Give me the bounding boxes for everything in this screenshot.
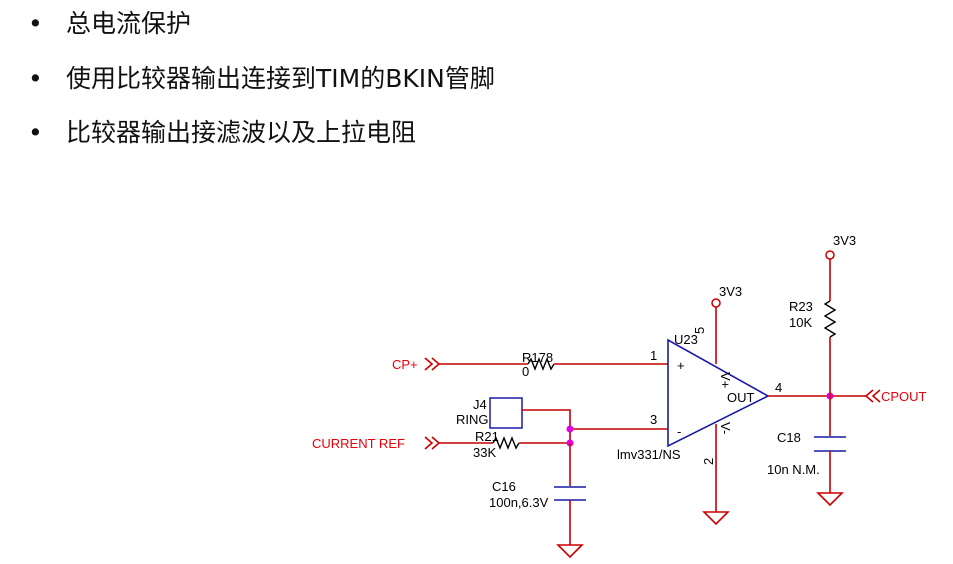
pin-label-5: 5 [692, 327, 707, 334]
c18-value: 10n N.M. [767, 462, 820, 477]
r21-value: 33K [473, 445, 496, 460]
u23-out-label: OUT [727, 390, 755, 405]
r23-value: 10K [789, 315, 812, 330]
bullet-text: 比较器输出接滤波以及上拉电阻 [66, 118, 417, 147]
resistor-r21-body [492, 436, 520, 450]
capacitor-c16: C16 100n,6.3V [489, 479, 586, 510]
comparator-triangle [667, 338, 770, 448]
bullet-item: • 使用比较器输出连接到TIM的BKIN管脚 [28, 59, 495, 95]
resistor-r178-body [527, 357, 555, 371]
bullet-text: 使用比较器输出连接到TIM的BKIN管脚 [66, 64, 495, 93]
supply-3v3-icon [711, 298, 721, 308]
j4-body [489, 397, 523, 429]
cpout-label: CPOUT [881, 389, 927, 404]
u23-plus-sign: + [677, 358, 685, 373]
j4-ref: J4 [473, 397, 487, 412]
bullet-list: • 总电流保护 • 使用比较器输出连接到TIM的BKIN管脚 • 比较器输出接滤波以及… [0, 0, 953, 170]
r178-value: 0 [522, 364, 529, 379]
pin-label-2: 2 [701, 458, 716, 465]
pin-label-3: 3 [650, 412, 657, 427]
u23-part-number: lmv331/NS [617, 447, 681, 462]
cp-plus-port: CP+ [392, 357, 441, 372]
resistor-r178: R178 0 [522, 350, 555, 379]
pin-label-1: 1 [650, 348, 657, 363]
ground-icon [556, 544, 584, 559]
u23-minus-sign: - [677, 424, 681, 439]
resistor-r23-body [823, 300, 837, 338]
port-arrow-icon [424, 357, 441, 371]
bullet-dot: • [28, 118, 43, 147]
junction-dot [566, 425, 574, 433]
resistor-r21: R21 33K [473, 429, 520, 460]
resistor-r23: R23 10K [789, 299, 837, 338]
current-ref-port: CURRENT REF [312, 436, 441, 451]
bullet-item: • 总电流保护 [28, 4, 191, 40]
c16-ref: C16 [492, 479, 516, 494]
port-arrow-icon [864, 389, 881, 403]
bullet-dot: • [28, 9, 43, 38]
current-ref-label: CURRENT REF [312, 436, 405, 451]
capacitor-c16-plates [554, 486, 586, 501]
c18-ref: C18 [777, 430, 801, 445]
bullet-dot: • [28, 64, 43, 93]
supply-3v3-label: 3V3 [833, 233, 856, 248]
cp-plus-label: CP+ [392, 357, 418, 372]
c16-value: 100n,6.3V [489, 495, 549, 510]
j4-value: RING [456, 412, 489, 427]
r178-ref: R178 [522, 350, 553, 365]
r21-ref: R21 [475, 429, 499, 444]
u23-vminus-label: V- [718, 422, 733, 434]
supply-3v3-label: 3V3 [719, 284, 742, 299]
capacitor-c18: C18 10n N.M. [767, 430, 846, 477]
ground-icon [702, 511, 730, 526]
supply-3v3-icon [825, 250, 835, 260]
port-arrow-icon [424, 436, 441, 450]
r23-ref: R23 [789, 299, 813, 314]
bullet-text: 总电流保护 [66, 9, 192, 38]
connector-j4: J4 RING [456, 397, 523, 429]
comparator-u23: U23 + - OUT lmv331/NS V+ V- [617, 332, 770, 462]
ground-icon [816, 492, 844, 507]
capacitor-c18-plates [814, 436, 846, 452]
u23-ref: U23 [674, 332, 698, 347]
u23-vplus-label: V+ [718, 372, 733, 388]
wire-j4 [522, 409, 571, 443]
pin-label-4: 4 [775, 380, 782, 395]
cpout-port: CPOUT [864, 389, 927, 404]
bullet-item: • 比较器输出接滤波以及上拉电阻 [28, 113, 416, 149]
